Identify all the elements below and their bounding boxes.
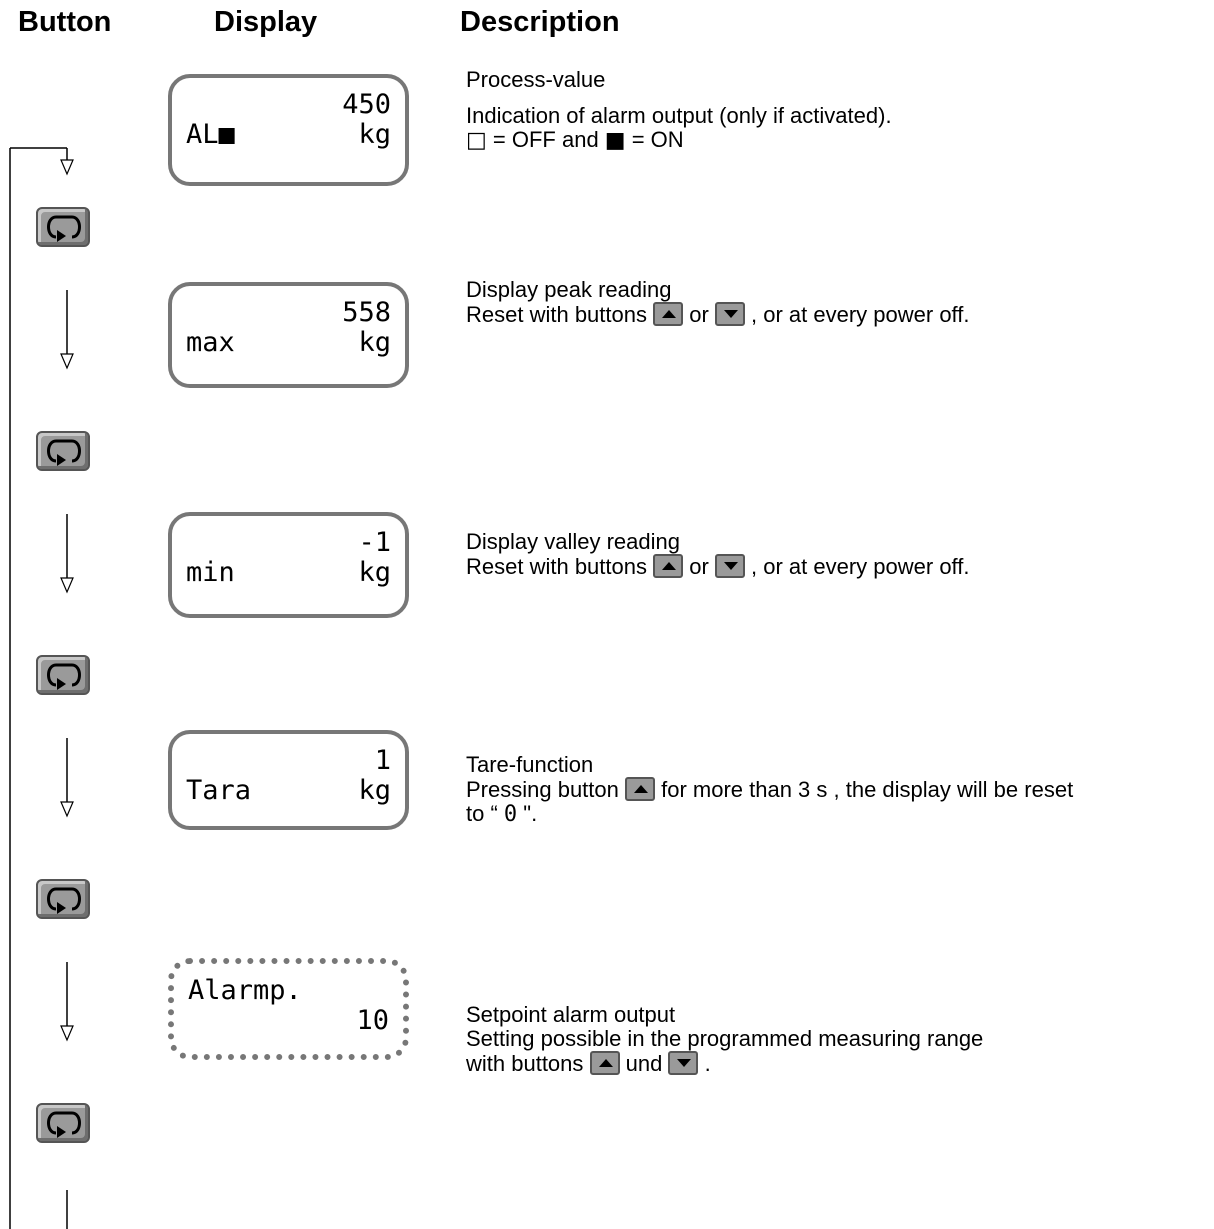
description-tare: Tare-function Pressing button for more t… [466, 753, 1073, 827]
down-arrow-button[interactable] [668, 1051, 699, 1075]
description-text: Reset with buttons or , or at every powe… [466, 302, 970, 327]
lcd-display-alarm: Alarmp. 10 [168, 958, 409, 1060]
lcd-line1-right: 450 [342, 89, 391, 120]
lcd-display-valley: -1 min kg [168, 512, 409, 618]
description-text: Reset with buttons or , or at every powe… [466, 554, 970, 579]
column-header-button: Button [18, 6, 112, 38]
description-title: Display valley reading [466, 529, 680, 554]
description-text: Setting possible in the programmed measu… [466, 1026, 984, 1051]
description-title: Setpoint alarm output [466, 1002, 676, 1027]
description-title: Display peak reading [466, 277, 672, 302]
column-header-display: Display [214, 6, 318, 38]
lcd-line2-right: kg [358, 557, 391, 588]
up-arrow-button[interactable] [653, 554, 684, 578]
description-valley: Display valley reading Reset with button… [466, 530, 970, 579]
lcd-display-tare: 1 Tara kg [168, 730, 409, 830]
description-process: Process-value Indication of alarm output… [466, 68, 892, 153]
lcd-line2-right: kg [358, 327, 391, 358]
column-header-description: Description [460, 6, 620, 38]
off-symbol: □ [466, 128, 487, 153]
lcd-line2-right: 10 [356, 1005, 389, 1036]
description-text: with buttons und . [466, 1051, 711, 1076]
lcd-line1-right: -1 [358, 527, 391, 558]
cycle-button[interactable] [36, 655, 90, 695]
zero-value: 0 [503, 802, 518, 827]
lcd-line1-right: 1 [374, 745, 391, 776]
lcd-line2-left: max [186, 327, 235, 358]
cycle-icon [47, 215, 81, 242]
lcd-line2-left: AL■ [186, 119, 235, 150]
down-arrow-icon [60, 962, 74, 1042]
cycle-icon [47, 663, 81, 690]
description-legend: □ = OFF and ■ = ON [466, 127, 684, 153]
cycle-button[interactable] [36, 1103, 90, 1143]
up-arrow-button[interactable] [624, 777, 655, 801]
description-alarm: Setpoint alarm output Setting possible i… [466, 1003, 983, 1076]
lcd-display-process: 450 AL■ kg [168, 74, 409, 186]
description-text: to “ 0 ". [466, 801, 538, 827]
lcd-line2-right: kg [358, 775, 391, 806]
up-arrow-button[interactable] [653, 302, 684, 326]
lcd-line2-left: Tara [186, 775, 252, 806]
on-symbol: ■ [604, 128, 626, 153]
up-arrow-button[interactable] [589, 1051, 620, 1075]
description-text: Indication of alarm output (only if acti… [466, 103, 892, 128]
cycle-icon [47, 439, 81, 466]
down-arrow-icon [60, 290, 74, 370]
down-arrow-button[interactable] [714, 554, 745, 578]
description-title: Process-value [466, 67, 606, 92]
lcd-line1-right: 558 [342, 297, 391, 328]
cycle-icon [47, 887, 81, 914]
lcd-line2-left: min [186, 557, 235, 588]
description-text: Pressing button for more than 3 s , the … [466, 777, 1074, 802]
description-peak: Display peak reading Reset with buttons … [466, 278, 970, 327]
cycle-button[interactable] [36, 207, 90, 247]
lcd-display-peak: 558 max kg [168, 282, 409, 388]
down-arrow-button[interactable] [714, 302, 745, 326]
flow-loop-lines [9, 147, 74, 1229]
down-arrow-icon [60, 738, 74, 818]
cycle-button[interactable] [36, 431, 90, 471]
cycle-button[interactable] [36, 879, 90, 919]
description-title: Tare-function [466, 752, 594, 777]
lcd-line2-right: kg [358, 119, 391, 150]
cycle-icon [47, 1111, 81, 1138]
lcd-line1-left: Alarmp. [188, 975, 302, 1006]
down-arrow-icon [60, 514, 74, 594]
